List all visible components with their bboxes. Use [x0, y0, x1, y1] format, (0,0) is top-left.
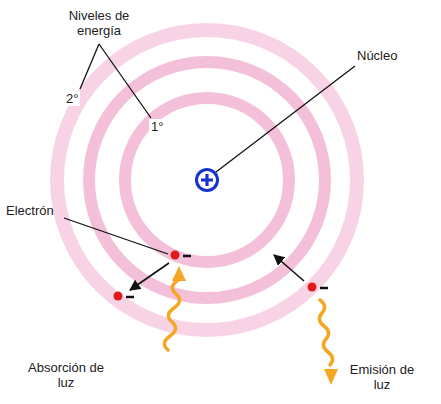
leader-line	[216, 66, 355, 172]
energy-levels-label: Niveles de energía	[60, 8, 138, 38]
light-arrowhead	[172, 266, 186, 281]
nucleus	[195, 168, 219, 192]
energy-ring	[125, 98, 289, 262]
leader-line	[80, 44, 99, 89]
light-wave	[319, 300, 332, 365]
jump-arrow	[274, 255, 304, 281]
emission-label: Emisión de luz	[347, 362, 417, 392]
light-wave	[164, 280, 179, 350]
electron	[308, 283, 317, 292]
plus-sign	[201, 174, 213, 186]
level-number: 1°	[149, 119, 165, 134]
minus-sign	[126, 296, 134, 299]
electron-label: Electrón	[6, 203, 54, 218]
jump-arrow	[130, 263, 169, 290]
energy-ring	[57, 30, 357, 330]
nucleus-label: Núcleo	[357, 48, 397, 63]
leader-line	[64, 218, 168, 254]
level-number: 2°	[64, 91, 80, 106]
leader-line	[99, 44, 151, 118]
minus-sign	[320, 287, 328, 290]
electron	[171, 251, 180, 260]
absorption-label: Absorción de luz	[26, 360, 106, 390]
electron	[114, 292, 123, 301]
nucleus-inner	[198, 171, 216, 189]
light-arrowhead	[324, 369, 338, 385]
energy-ring	[89, 62, 325, 298]
minus-sign	[183, 255, 191, 258]
